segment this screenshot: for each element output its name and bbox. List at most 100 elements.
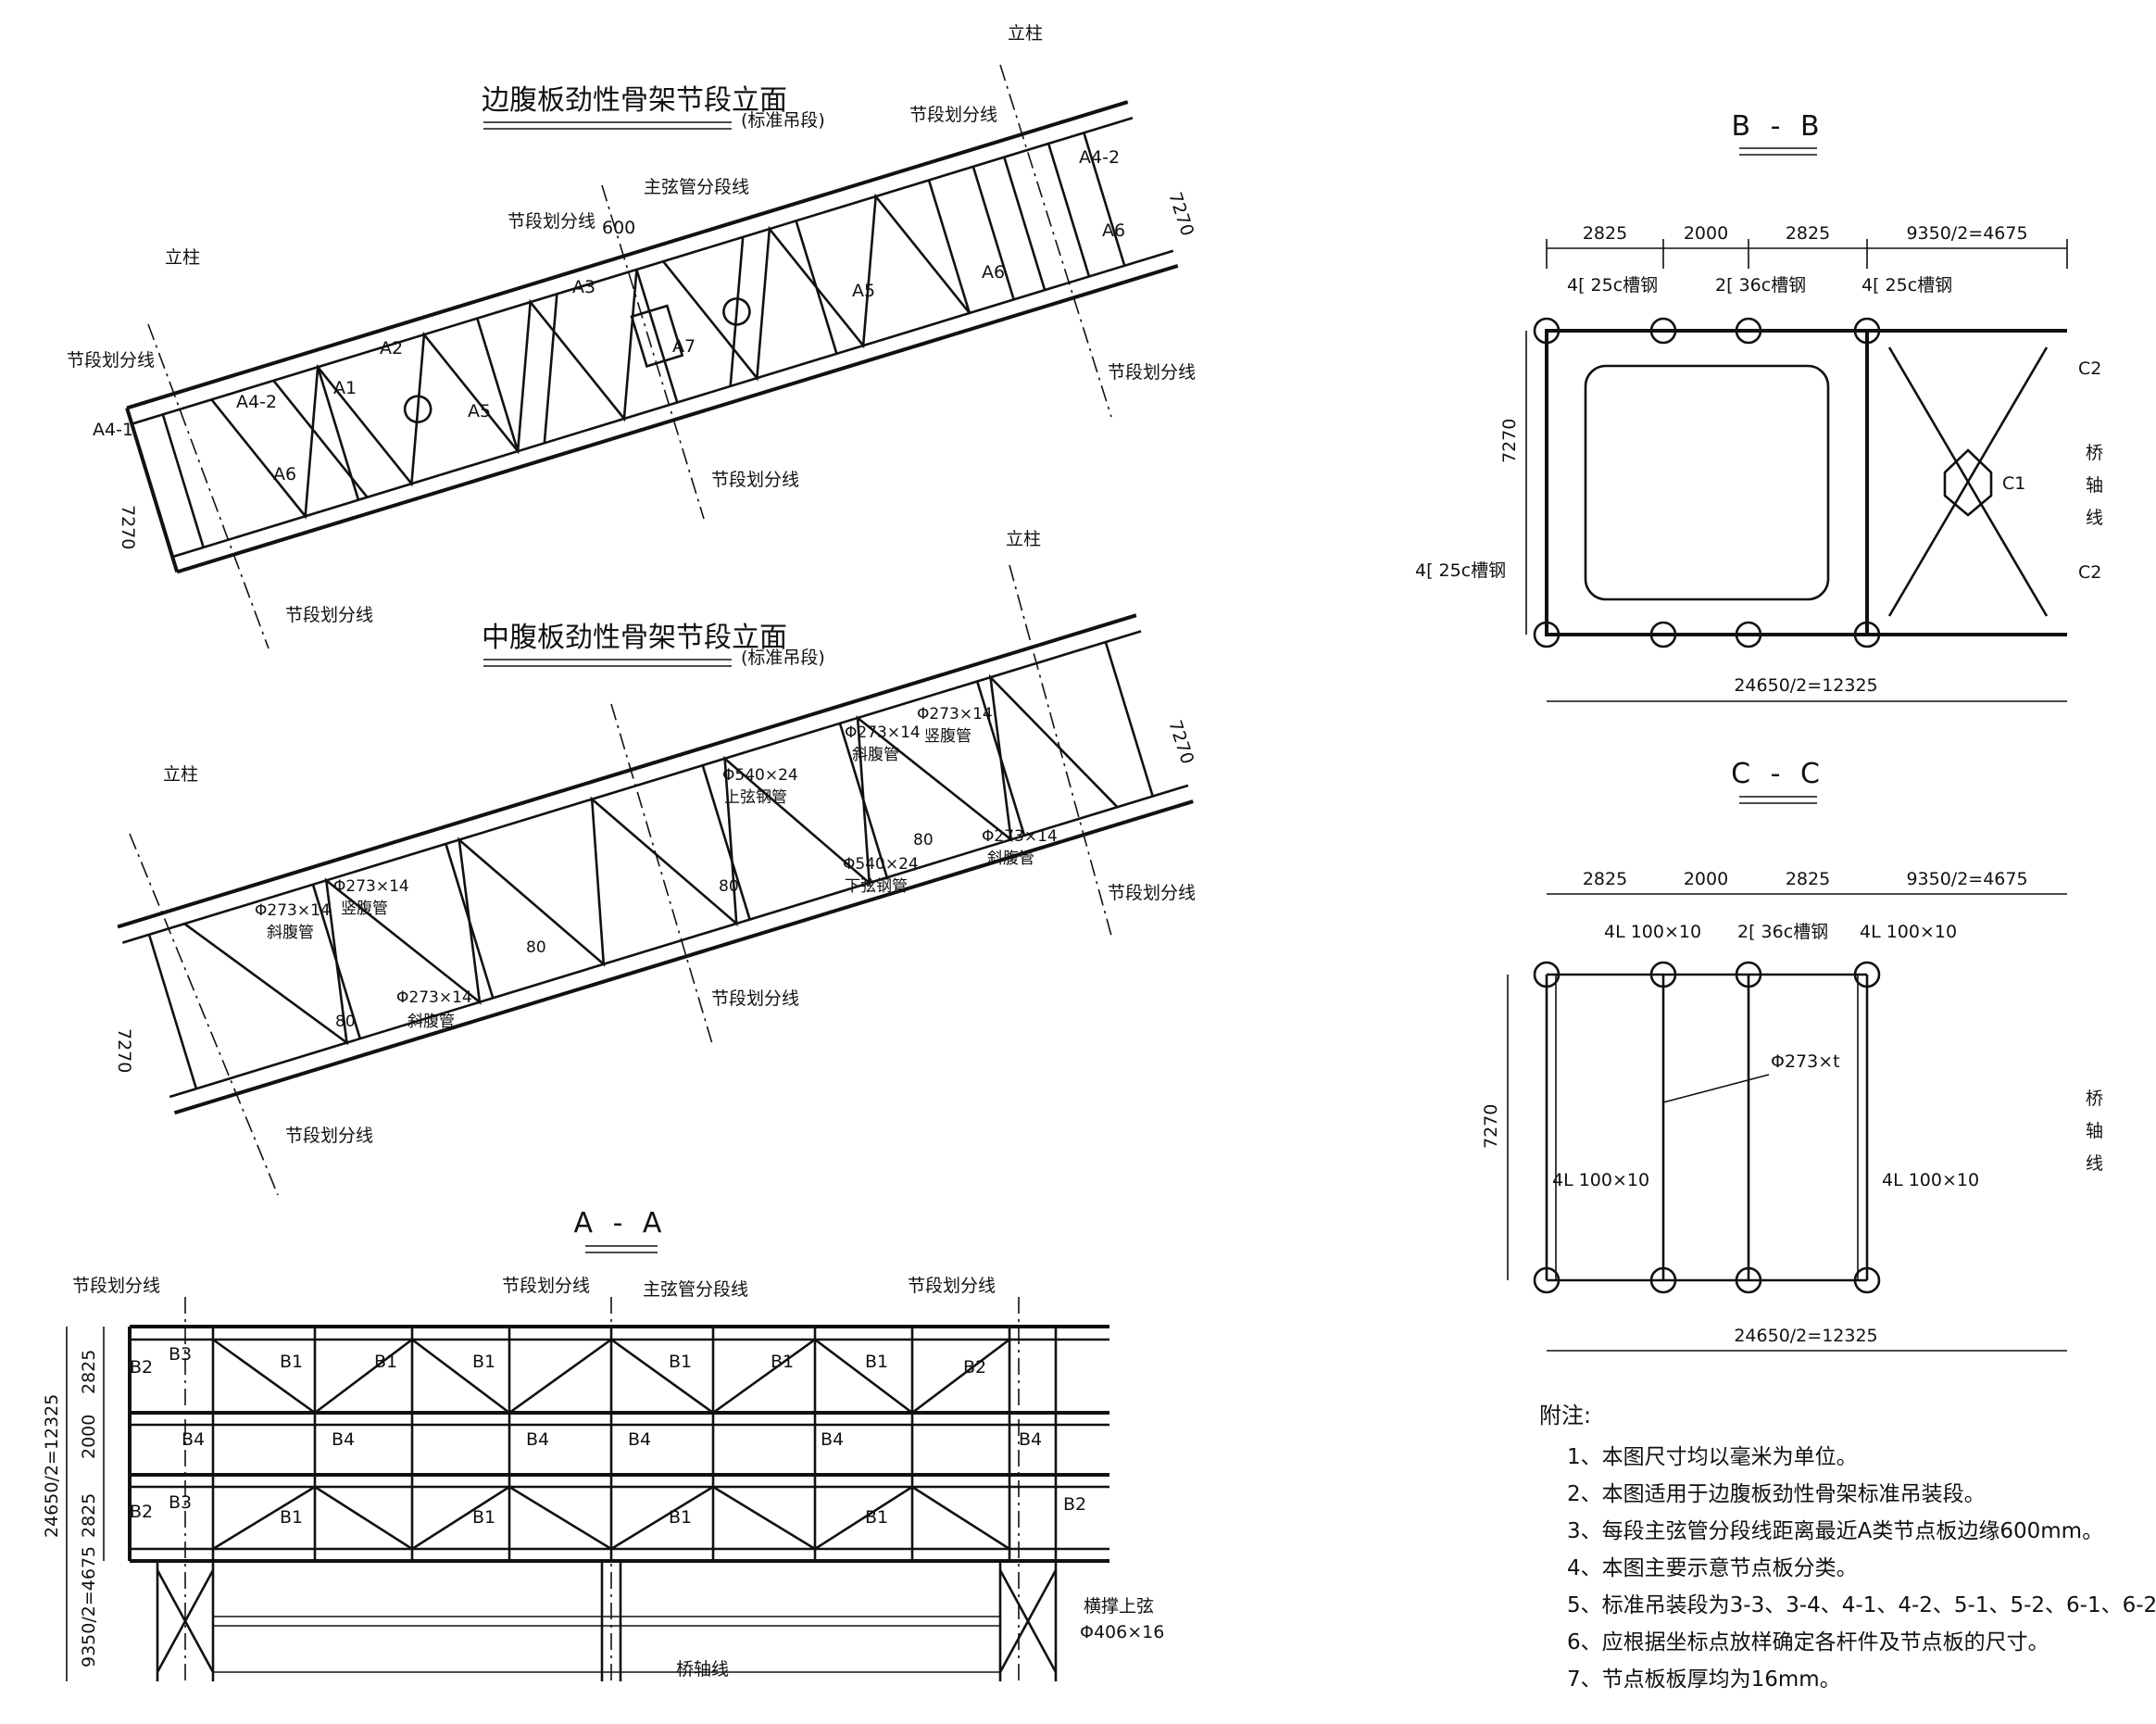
aa-member-b2: B2 (130, 1357, 153, 1378)
cc-side-left-member: 4L 100×10 (1552, 1170, 1649, 1190)
cc-total-dim: 24650/2=12325 (1734, 1326, 1877, 1346)
edge-chord-line: 主弦管分段线 (644, 177, 749, 197)
edge-member-a4-2: A4-2 (236, 392, 277, 412)
bb-brace-c1: C1 (2002, 473, 2025, 494)
note-7: 7、节点板板厚均为16mm。 (1567, 1667, 1841, 1692)
edge-height-dim-left: 7270 (118, 505, 138, 549)
section-bb: B - B 2825 2000 2825 9350/2=4675 4[ 25c槽… (1415, 110, 2103, 702)
aa-member-b4-4: B4 (628, 1429, 651, 1450)
bb-brace-c2-bottom: C2 (2078, 562, 2101, 583)
aa-member-b3: B3 (169, 1344, 192, 1365)
elevation-mid-subtitle: (标准吊段) (741, 648, 825, 668)
mid-pipe-vert-name-1: 竖腹管 (341, 900, 388, 918)
mid-pipe-diag-name-2: 斜腹管 (407, 1013, 455, 1031)
mid-gap-4: 80 (913, 831, 934, 849)
section-cc-title: C - C (1731, 758, 1825, 790)
edge-member-a1: A1 (333, 378, 357, 398)
bb-axis-1: 桥 (2086, 443, 2103, 463)
aa-member-b1-lower-2: B1 (472, 1507, 495, 1528)
elevation-edge: 边腹板劲性骨架节段立面 (标准吊段) (67, 23, 1197, 649)
aa-member-b1-lower-3: B1 (669, 1507, 692, 1528)
cc-pipe: Φ273×t (1771, 1051, 1840, 1072)
mid-pipe-upper-name: 上弦钢管 (724, 788, 787, 807)
aa-brace-pipe: Φ406×16 (1080, 1622, 1164, 1642)
aa-member-b1-6: B1 (865, 1352, 888, 1372)
edge-column-label: 立柱 (165, 247, 200, 268)
edge-member-a4-2b: A4-2 (1079, 147, 1120, 168)
mid-pipe-diag-6: Φ273×14 (982, 827, 1058, 846)
aa-member-b2-r: B2 (963, 1357, 986, 1378)
mid-pipe-diag-2: Φ273×14 (333, 877, 409, 896)
elevation-mid-title: 中腹板劲性骨架节段立面 (482, 622, 787, 654)
bb-dim-3: 2825 (1786, 223, 1830, 244)
bb-height-dim: 7270 (1499, 419, 1520, 463)
bb-total-dim: 24650/2=12325 (1734, 675, 1877, 696)
elevation-edge-subtitle: (标准吊段) (741, 110, 825, 131)
mid-pipe-diag-5: Φ273×14 (917, 705, 993, 724)
edge-segment-line-right: 节段划分线 (1108, 362, 1196, 383)
bb-top-right-member: 4[ 25c槽钢 (1861, 275, 1952, 296)
mid-segment-line-mid: 节段划分线 (711, 988, 799, 1009)
elevation-edge-title: 边腹板劲性骨架节段立面 (482, 84, 787, 117)
cc-axis-2: 轴 (2086, 1121, 2103, 1141)
aa-segment-line-mid: 节段划分线 (502, 1276, 590, 1296)
aa-chord-line: 主弦管分段线 (643, 1279, 748, 1300)
aa-member-b1-1: B1 (280, 1352, 303, 1372)
mid-gap-3: 80 (719, 877, 739, 896)
aa-member-b1-3: B1 (472, 1352, 495, 1372)
note-3: 3、每段主弦管分段线距离最近A类节点板边缘600mm。 (1567, 1519, 2103, 1543)
aa-member-b1-5: B1 (771, 1352, 794, 1372)
edge-segment-line-lower: 节段划分线 (711, 470, 799, 490)
cc-dim-1: 2825 (1583, 869, 1627, 889)
edge-member-a5: A5 (468, 401, 491, 422)
cc-top-mid-member: 2[ 36c槽钢 (1737, 922, 1828, 942)
mid-pipe-lower-name: 下弦钢管 (845, 877, 908, 896)
note-6: 6、应根据坐标点放样确定各杆件及节点板的尺寸。 (1567, 1630, 2049, 1655)
cc-axis-1: 桥 (2086, 1089, 2103, 1109)
cc-side-right-member: 4L 100×10 (1882, 1170, 1979, 1190)
aa-dim-3: 2825 (79, 1493, 99, 1538)
mid-pipe-diag-4: Φ273×14 (845, 724, 921, 742)
section-cc: C - C 2825 2000 2825 9350/2=4675 4L 100×… (1481, 758, 2103, 1352)
mid-height-dim-left: 7270 (114, 1028, 134, 1073)
aa-axis: 桥轴线 (676, 1659, 729, 1680)
aa-member-b1-4: B1 (669, 1352, 692, 1372)
mid-segment-line-right: 节段划分线 (1108, 883, 1196, 903)
aa-member-b2-lower-r: B2 (1063, 1494, 1086, 1515)
mid-pipe-lower: Φ540×24 (843, 855, 919, 874)
aa-member-b4-6: B4 (1019, 1429, 1042, 1450)
edge-member-a7: A7 (672, 336, 696, 357)
section-bb-title: B - B (1731, 110, 1824, 143)
aa-member-b2-lower: B2 (130, 1502, 153, 1522)
edge-segment-line-bottom: 节段划分线 (285, 605, 373, 625)
edge-segment-line-top: 节段划分线 (909, 105, 997, 125)
aa-total-dim: 24650/2=12325 (42, 1394, 62, 1538)
edge-column-right: 立柱 (1008, 23, 1043, 44)
cc-dim-3: 2825 (1786, 869, 1830, 889)
aa-dim-1: 2825 (79, 1350, 99, 1394)
mid-pipe-diag-3: Φ273×14 (396, 988, 472, 1007)
aa-member-b4-3: B4 (526, 1429, 549, 1450)
aa-dim-2: 2000 (79, 1415, 99, 1459)
cc-dim-2: 2000 (1684, 869, 1728, 889)
edge-segment-line-left: 节段划分线 (67, 350, 155, 371)
elevation-mid: 中腹板劲性骨架节段立面 (标准吊段) 立柱 立柱 节段划分线 节段划分线 节段划… (114, 529, 1197, 1196)
mid-column-right: 立柱 (1006, 529, 1041, 549)
note-4: 4、本图主要示意节点板分类。 (1567, 1556, 1858, 1580)
note-1: 1、本图尺寸均以毫米为单位。 (1567, 1445, 1858, 1469)
bb-axis-3: 线 (2086, 508, 2103, 528)
aa-segment-line-left: 节段划分线 (72, 1276, 160, 1296)
mid-pipe-upper: Φ540×24 (722, 766, 798, 785)
edge-member-a6c: A6 (1102, 220, 1125, 241)
aa-half-dim: 9350/2=4675 (79, 1546, 99, 1667)
edge-member-a5b: A5 (852, 281, 875, 301)
mid-segment-line-bottom: 节段划分线 (285, 1126, 373, 1146)
section-aa-title: A - A (574, 1207, 668, 1240)
notes: 附注: 1、本图尺寸均以毫米为单位。 2、本图适用于边腹板劲性骨架标准吊装段。 … (1539, 1403, 2156, 1692)
mid-pipe-vert-name-2: 竖腹管 (924, 727, 971, 746)
edge-member-a4-1: A4-1 (93, 420, 133, 440)
cc-top-left-member: 4L 100×10 (1604, 922, 1701, 942)
mid-column-label: 立柱 (163, 764, 198, 785)
edge-height-dim-right: 7270 (1164, 190, 1197, 239)
